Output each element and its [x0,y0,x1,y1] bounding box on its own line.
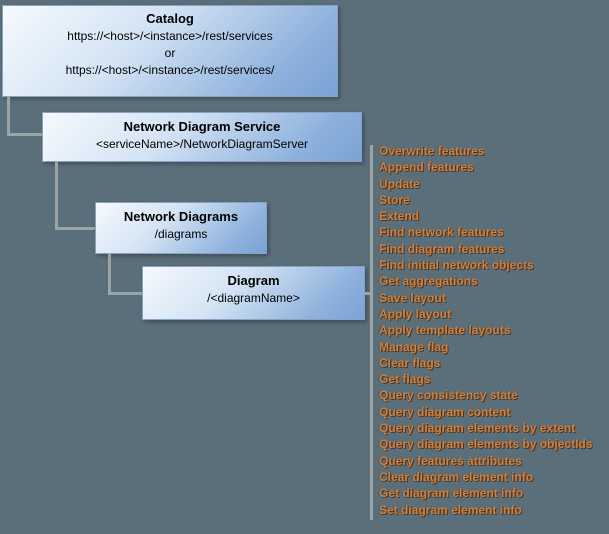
connector-service-to-diagrams-vertical [55,162,58,230]
connector-catalog-to-service-vertical [7,97,10,136]
operation-link[interactable]: Manage flag [379,339,449,354]
operation-link[interactable]: Apply layout [379,306,452,321]
catalog-box: Catalog https://<host>/<instance>/rest/s… [2,5,338,97]
operation-link[interactable]: Clear flags [379,355,441,370]
operation-link[interactable]: Get flags [379,372,431,387]
operation-link[interactable]: Get aggregations [379,274,478,289]
network-diagram-service-box: Network Diagram Service <serviceName>/Ne… [42,112,362,162]
operation-link[interactable]: Find initial network objects [379,258,534,273]
diagrams-subtitle: /diagrams [154,227,208,241]
operation-link[interactable]: Find network features [379,225,504,240]
service-subtitle: <serviceName>/NetworkDiagramServer [95,137,309,151]
operation-link[interactable]: Query diagram elements by extent [379,421,576,436]
connector-diagrams-to-diagram-vertical [108,254,111,295]
operation-link[interactable]: Update [379,176,420,191]
operation-link[interactable]: Query diagram elements by objectIds [379,437,593,452]
catalog-title: Catalog [146,11,194,26]
connector-diagrams-to-diagram-horizontal [108,292,142,295]
operation-link[interactable]: Append features [379,160,474,175]
connector-diagram-to-operations-horizontal [365,292,373,295]
operation-link[interactable]: Set diagram element info [379,502,522,517]
operation-link[interactable]: Overwrite features [379,144,485,158]
operation-link[interactable]: Extend [379,209,420,224]
catalog-url-2: https://<host>/<instance>/rest/services/ [65,63,275,77]
diagram-subtitle: /<diagramName> [207,291,300,305]
service-title: Network Diagram Service [123,119,281,134]
operation-link[interactable]: Get diagram element info [379,486,524,501]
operation-link[interactable]: Query consistency state [379,388,518,403]
operation-link[interactable]: Apply template layouts [379,323,511,338]
operation-link[interactable]: Find diagram features [379,241,505,256]
operation-link[interactable]: Query diagram content [379,404,511,419]
operation-link[interactable]: Save layout [379,290,446,305]
network-diagrams-box: Network Diagrams /diagrams [95,202,267,254]
operation-link[interactable]: Clear diagram element info [379,469,534,484]
diagram-title: Diagram [227,273,280,288]
operation-link[interactable]: Query features attributes [379,453,522,468]
connector-catalog-to-service-horizontal [7,133,42,136]
catalog-or-label: or [164,46,176,60]
connector-service-to-diagrams-horizontal [55,227,95,230]
diagram-box: Diagram /<diagramName> [142,266,365,320]
catalog-url-1: https://<host>/<instance>/rest/services [67,29,273,43]
diagrams-title: Network Diagrams [123,209,239,224]
operations-list-rail [370,145,373,520]
operation-link[interactable]: Store [379,192,410,207]
